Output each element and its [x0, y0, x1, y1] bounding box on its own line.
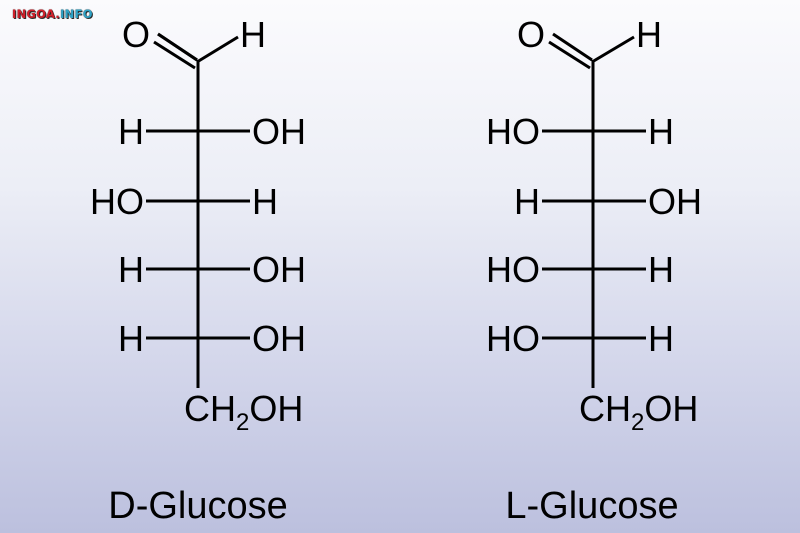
l-row-2-right: OH — [648, 181, 702, 222]
d-bond-ch — [196, 35, 239, 64]
l-row-4-right: H — [648, 318, 674, 359]
d-row-2-left: HO — [90, 181, 144, 222]
d-row-4-left: H — [118, 318, 144, 359]
l-row-4-left: HO — [486, 318, 540, 359]
d-terminal-group: CH2OH — [184, 388, 303, 436]
watermark-logo: INGOA.INFO — [12, 7, 93, 21]
l-bond-ch — [591, 35, 635, 64]
d-glucose-structure: O H H OH HO H H OH H OH CH2OH D-Glucose — [90, 14, 306, 527]
d-row-1-right: OH — [252, 111, 306, 152]
l-glucose-structure: O H HO H H OH HO H HO H CH2OH L-Glucose — [486, 14, 702, 527]
l-row-2-left: H — [514, 181, 540, 222]
d-row-3-right: OH — [252, 249, 306, 290]
l-aldehyde-hydrogen: H — [636, 14, 662, 55]
d-double-bond-1b — [157, 32, 198, 62]
l-row-3-right: H — [648, 249, 674, 290]
d-row-3-left: H — [118, 249, 144, 290]
d-glucose-label: D-Glucose — [108, 485, 288, 527]
l-glucose-label: L-Glucose — [505, 485, 678, 527]
l-aldehyde-oxygen: O — [517, 14, 545, 55]
l-row-3-left: HO — [486, 249, 540, 290]
d-aldehyde-oxygen: O — [122, 14, 150, 55]
d-double-bond-2 — [153, 40, 196, 70]
l-terminal-group: CH2OH — [579, 388, 698, 436]
l-double-bond-1 — [552, 32, 593, 62]
d-row-4-right: OH — [252, 318, 306, 359]
l-row-1-left: HO — [486, 111, 540, 152]
d-row-2-right: H — [252, 181, 278, 222]
l-row-1-right: H — [648, 111, 674, 152]
l-double-bond-2 — [548, 40, 591, 70]
d-aldehyde-hydrogen: H — [240, 14, 266, 55]
d-row-1-left: H — [118, 111, 144, 152]
